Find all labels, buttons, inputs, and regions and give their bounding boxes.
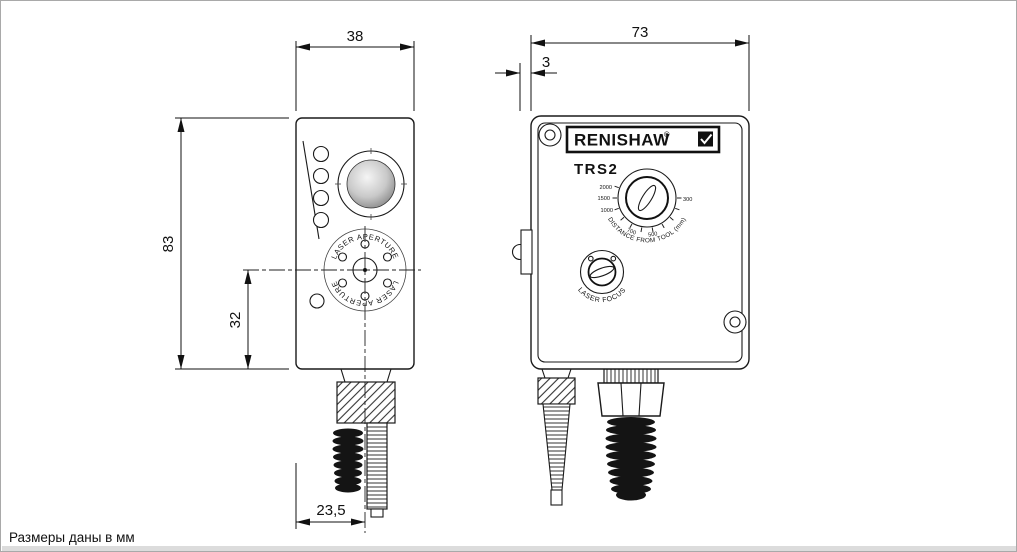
- dim-side-width-label: 73: [632, 24, 649, 41]
- side-cable-connector: [537, 368, 576, 506]
- dim-front-width-label: 38: [347, 28, 364, 45]
- dimension-side-width: 73: [530, 24, 750, 111]
- front-cable-boot: [332, 428, 364, 493]
- front-threaded-stud: [366, 422, 388, 510]
- brand-check-icon: [698, 131, 713, 147]
- dial-scale-1500: 1500: [598, 196, 610, 202]
- mounting-hole-bottom-right: [723, 310, 747, 334]
- dial-scale-1000: 1000: [601, 208, 613, 214]
- brand-registered-mark: ®: [664, 130, 670, 139]
- dim-cable-offset-label: 23,5: [316, 502, 345, 519]
- side-protrusion-tab: [511, 229, 533, 275]
- dim-protrusion-label: 3: [542, 54, 550, 71]
- bottom-strip: [2, 546, 1016, 551]
- dial-scale-labels: 2000 1500 1000 700 500 300: [598, 185, 693, 239]
- dimension-protrusion: 3: [495, 54, 557, 111]
- front-cable-gland: [332, 368, 396, 518]
- dimension-front-width: 38: [295, 28, 415, 111]
- side-power-connector: [597, 368, 665, 501]
- dimension-height: 83: [160, 117, 289, 370]
- front-screw-hole: [309, 293, 325, 309]
- dial-scale-500: 500: [648, 231, 658, 238]
- side-connector-boot: [605, 417, 657, 501]
- status-leds: [312, 145, 330, 229]
- side-view: RENISHAW ® TRS2 2000 1500: [511, 115, 750, 506]
- aperture-screws: [337, 239, 393, 301]
- connector-hex-nut: [597, 382, 665, 417]
- brand-label: RENISHAW: [574, 131, 670, 150]
- dial-scale-300: 300: [683, 197, 692, 203]
- model-label: TRS2: [574, 161, 618, 178]
- front-view: LASER APERTURE LASER APERTURE: [243, 117, 421, 533]
- dome-lens: [335, 148, 407, 220]
- dial-ticks: [612, 185, 682, 233]
- units-note: Размеры даны в мм: [9, 530, 135, 545]
- dial-scale-700: 700: [626, 228, 637, 237]
- dim-height-label: 83: [160, 236, 177, 253]
- dimension-aperture-offset: 32: [227, 270, 252, 369]
- side-body: [530, 115, 750, 370]
- dial-scale-2000: 2000: [600, 185, 612, 191]
- dimension-cable-offset: 23,5: [295, 463, 365, 529]
- mounting-hole-top-left: [538, 123, 562, 147]
- brand-logo-box: RENISHAW ®: [565, 125, 721, 154]
- dimensions: 38 73 3 83 32: [160, 24, 750, 529]
- dim-aperture-offset-label: 32: [227, 312, 244, 329]
